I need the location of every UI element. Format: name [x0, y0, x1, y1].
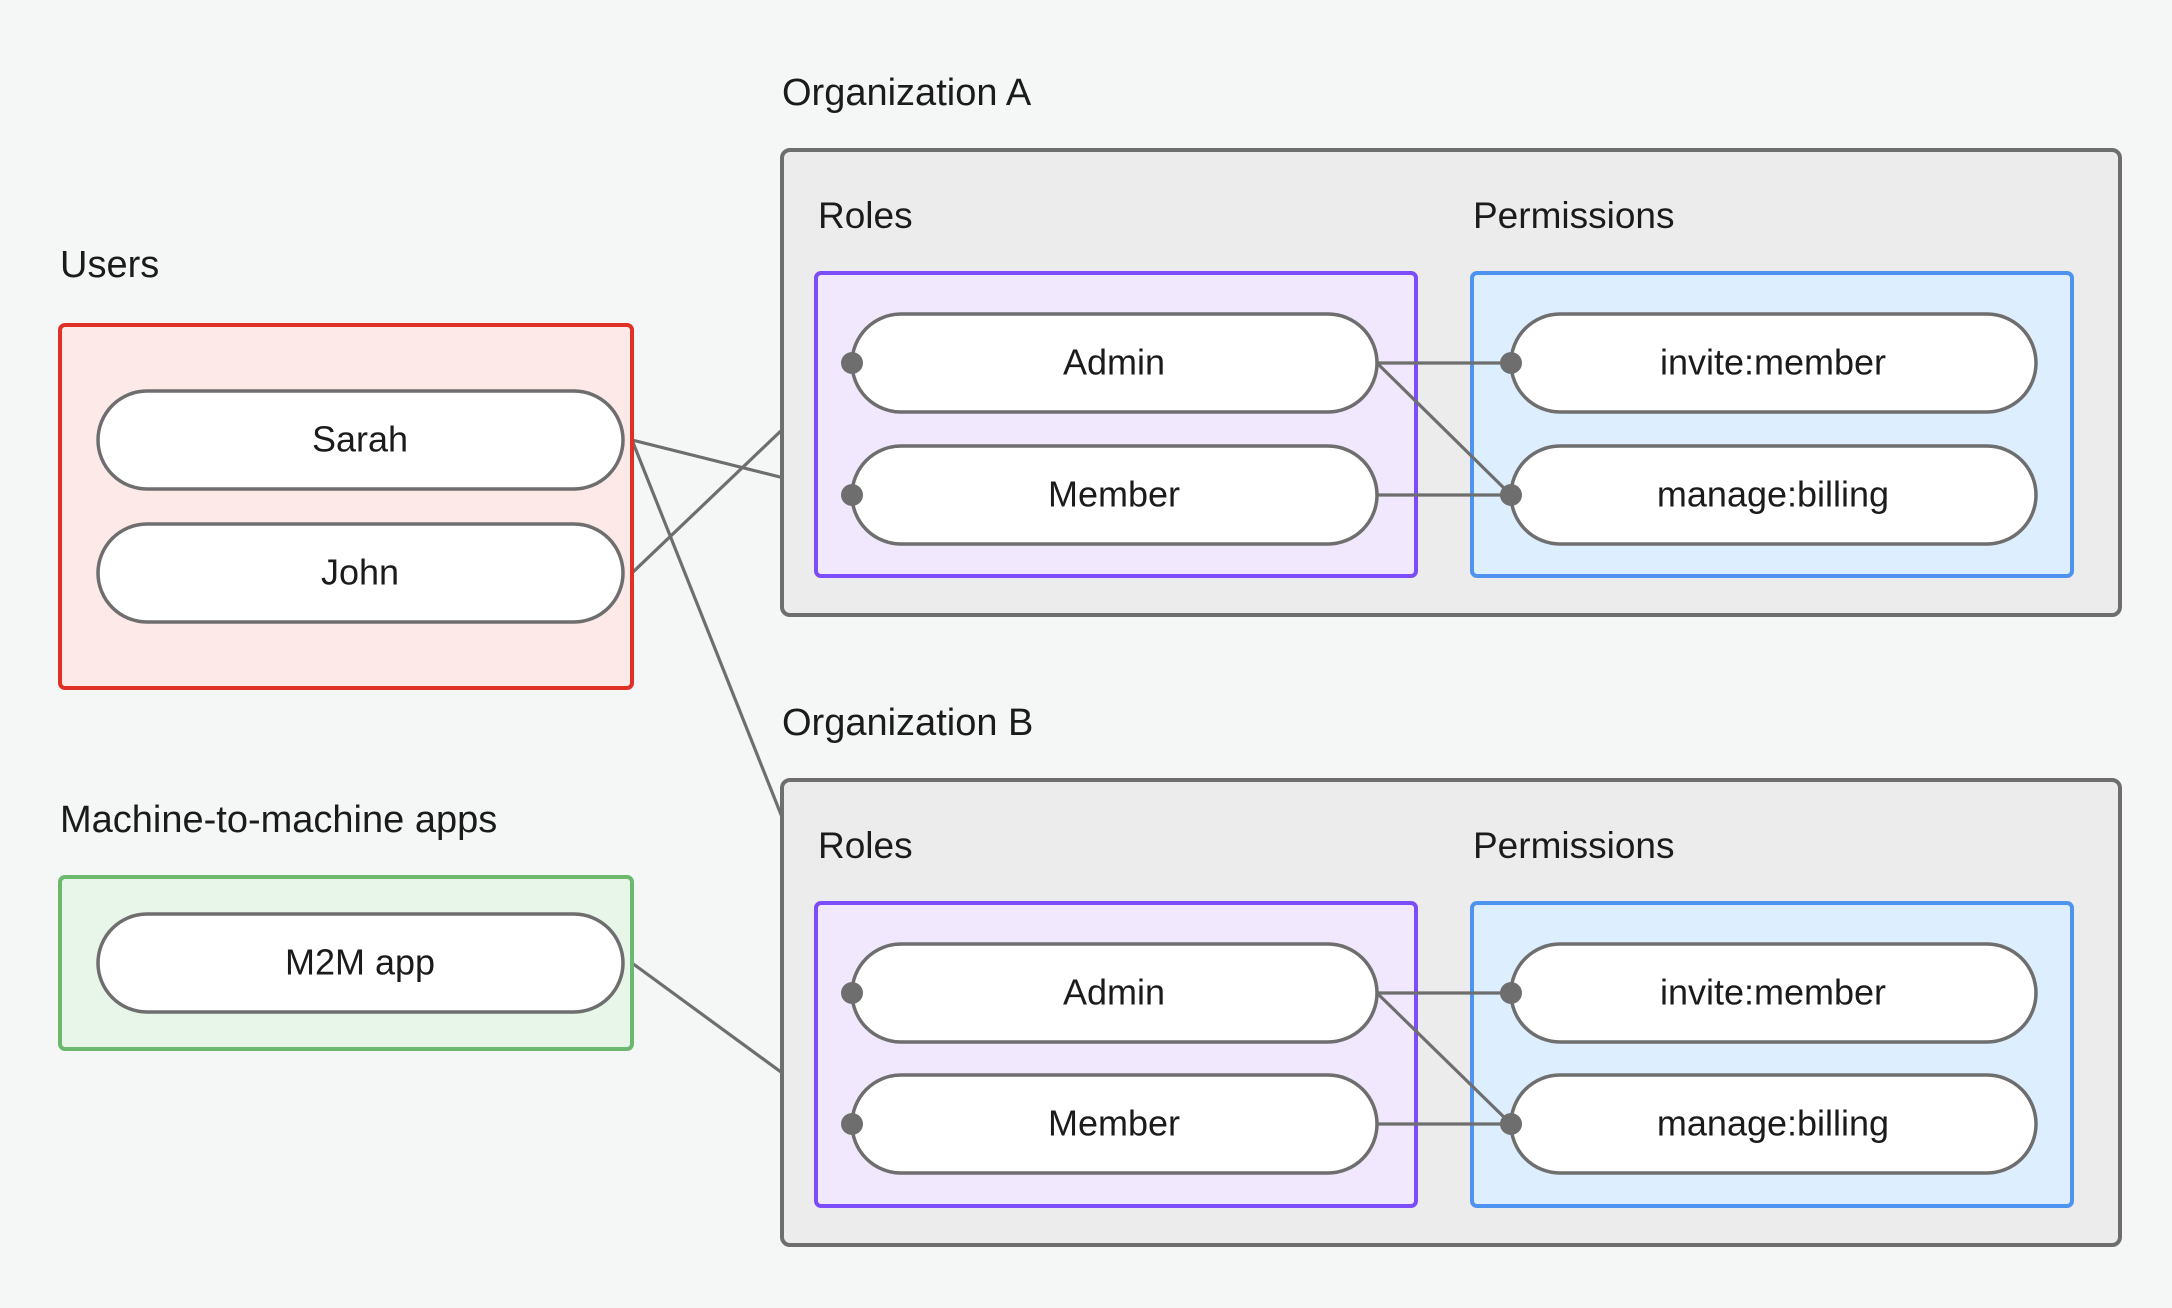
org-b-member-node[interactable]: Member — [850, 1073, 1379, 1175]
user-label-sarah: Sarah — [312, 419, 408, 460]
org-b-manage-billing-node[interactable]: manage:billing — [1509, 1073, 2038, 1175]
user-label-john: John — [321, 552, 399, 593]
edge-orgb-admin-billing — [1375, 991, 1513, 1126]
org-a-invite-member-label: invite:member — [1660, 342, 1886, 383]
org-b-permissions-title: Permissions — [1473, 825, 1675, 866]
m2m-node-app[interactable]: M2M app — [96, 912, 625, 1014]
org-a-admin-node[interactable]: Admin — [850, 312, 1379, 414]
connector-dot-orga-admin-in — [841, 352, 863, 374]
org-a-member-node[interactable]: Member — [850, 444, 1379, 546]
org-b-invite-member-node[interactable]: invite:member — [1509, 942, 2038, 1044]
org-b-admin-node[interactable]: Admin — [850, 942, 1379, 1044]
edge-orga-admin-billing — [1375, 361, 1513, 497]
user-node-sarah[interactable]: Sarah — [96, 389, 625, 491]
org-b-member-label: Member — [1048, 1103, 1180, 1144]
org-a-title: Organization A — [782, 72, 1032, 114]
user-node-john[interactable]: John — [96, 522, 625, 624]
org-b-edge-layer — [1375, 991, 1513, 1126]
m2m-group: Machine-to-machine apps M2M app — [58, 799, 634, 1051]
users-group: Users Sarah John — [58, 244, 634, 690]
org-b-roles-title: Roles — [818, 825, 913, 866]
connector-dot-orga-member-in — [841, 484, 863, 506]
org-b-admin-label: Admin — [1063, 972, 1165, 1013]
org-a-roles-title: Roles — [818, 195, 913, 236]
org-a-manage-billing-node[interactable]: manage:billing — [1509, 444, 2038, 546]
connector-dot-orga-invite-in — [1500, 352, 1522, 374]
connector-dot-orgb-admin-in — [841, 982, 863, 1004]
org-b-invite-member-label: invite:member — [1660, 972, 1886, 1013]
org-b-manage-billing-label: manage:billing — [1657, 1103, 1889, 1144]
connector-dot-orgb-billing-in — [1500, 1113, 1522, 1135]
org-a-admin-label: Admin — [1063, 342, 1165, 383]
connector-dot-orgb-invite-in — [1500, 982, 1522, 1004]
m2m-label-app: M2M app — [285, 942, 435, 983]
org-a-permissions-title: Permissions — [1473, 195, 1675, 236]
m2m-title: Machine-to-machine apps — [60, 799, 497, 841]
connector-dot-orgb-member-in — [841, 1113, 863, 1135]
users-title: Users — [60, 244, 159, 286]
org-a-edge-layer — [1375, 361, 1513, 497]
users-container — [58, 323, 634, 690]
org-b-title: Organization B — [782, 702, 1033, 744]
org-a-member-label: Member — [1048, 474, 1180, 515]
org-a-invite-member-node[interactable]: invite:member — [1509, 312, 2038, 414]
org-a-manage-billing-label: manage:billing — [1657, 474, 1889, 515]
connector-dot-orga-billing-in — [1500, 484, 1522, 506]
